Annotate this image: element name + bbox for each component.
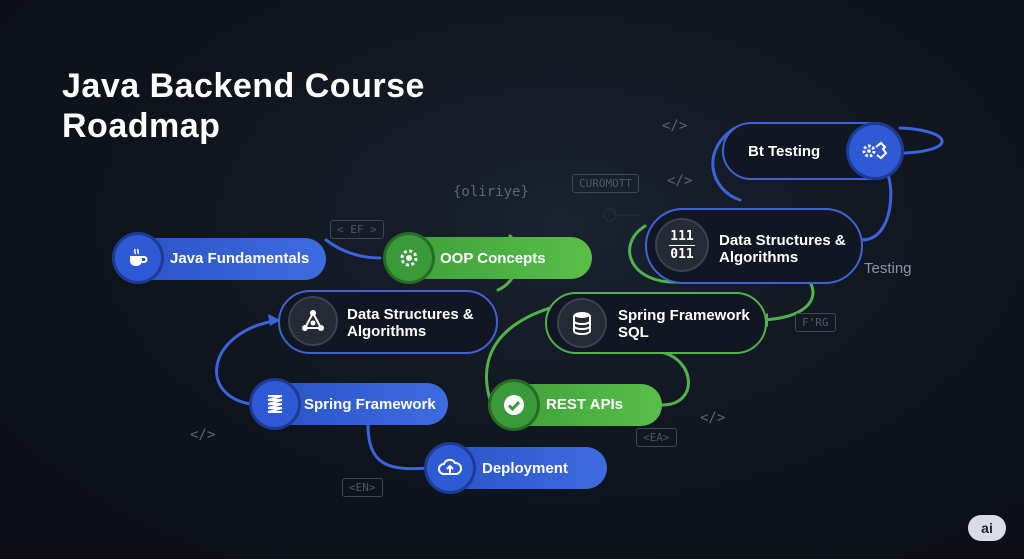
node-label: Spring Framework: [304, 396, 436, 413]
cloud-upload-icon: [427, 445, 473, 491]
code-tag-decoration: </>: [190, 427, 216, 443]
forg-decoration: F’RG: [795, 313, 836, 332]
node-label-line1: Spring Framework: [618, 307, 750, 324]
en-decoration: <EN>: [342, 478, 383, 497]
ai-badge[interactable]: ai: [968, 515, 1006, 541]
node-label: REST APIs: [546, 396, 623, 413]
node-label: Deployment: [482, 460, 568, 477]
node-label: OOP Concepts: [440, 250, 546, 267]
node-label-line2: SQL: [618, 324, 649, 341]
gear-puzzle-icon: [849, 125, 901, 177]
curomott-decoration: CUROMOTT: [572, 174, 639, 193]
code-tag-decoration: </>: [700, 410, 726, 426]
node-label: Java Fundamentals: [170, 250, 310, 267]
ea-decoration: <EA>: [636, 428, 677, 447]
node-label-line2: Algorithms: [719, 249, 799, 266]
ef-decoration: < EF >: [330, 220, 384, 239]
database-icon: [559, 300, 605, 346]
title-line-2: Roadmap: [62, 107, 221, 145]
oliriye-decoration: {oliriye}: [453, 184, 529, 200]
node-label: Bt Testing: [748, 143, 821, 160]
binary-icon-top: 111: [670, 228, 694, 244]
node-label-line1: Data Structures &: [719, 232, 846, 249]
title-line-1: Java Backend Course: [62, 67, 425, 105]
node-label-line1: Data Structures &: [347, 306, 474, 323]
page-title: Java Backend Course Roadmap: [62, 66, 522, 146]
node-label-line2: Algorithms: [347, 323, 427, 340]
code-tag-decoration: </>: [667, 173, 693, 189]
code-tag-decoration: </>: [662, 118, 688, 134]
binary-icon: 111 011: [657, 220, 707, 270]
check-circle-icon: [491, 382, 537, 428]
coffee-cup-icon: [115, 235, 161, 281]
graph-nodes-icon: [290, 298, 336, 344]
spring-coil-icon: [252, 381, 298, 427]
gear-icon: [386, 235, 432, 281]
binary-icon-bottom: 011: [670, 246, 694, 262]
testing-side-label: Testing: [864, 260, 912, 277]
